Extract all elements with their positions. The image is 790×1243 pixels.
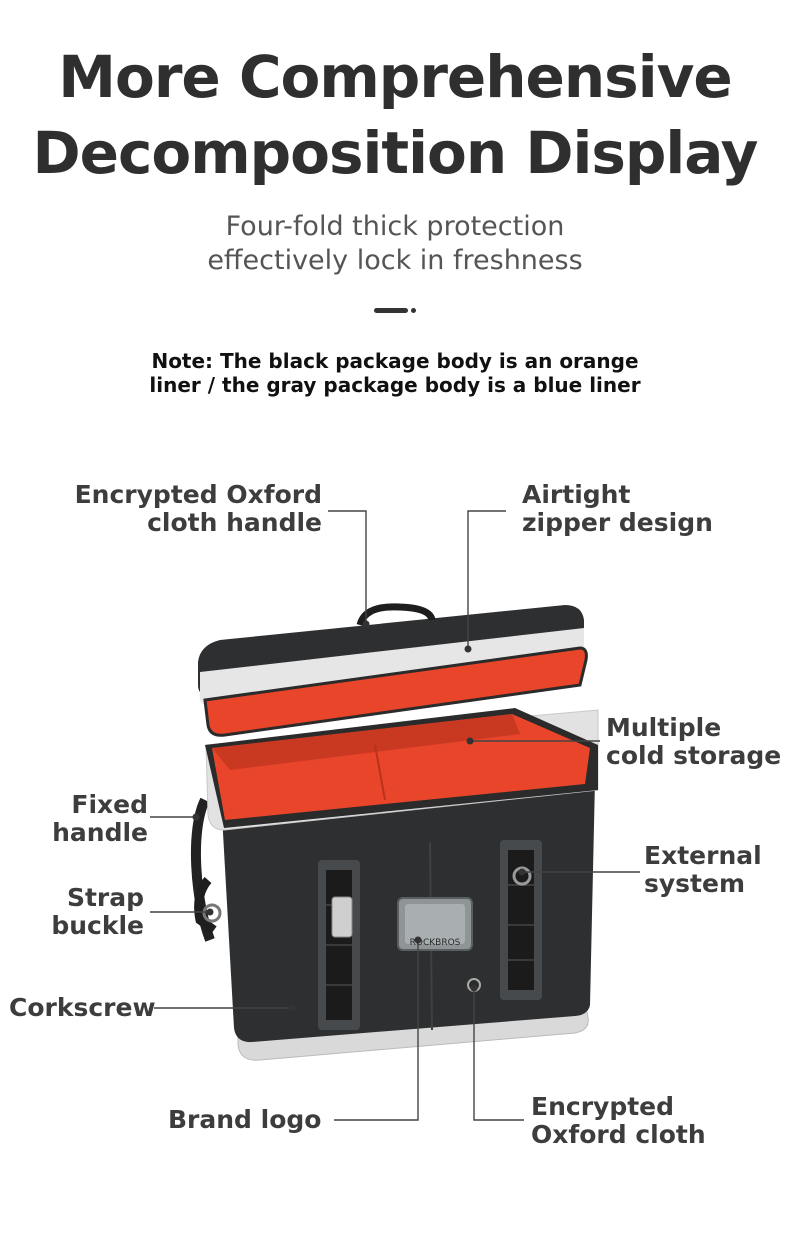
callout-corkscrew: Corkscrew — [9, 994, 156, 1022]
line-handle — [328, 510, 367, 622]
callout-handle-line1: Encrypted Oxford — [74, 480, 322, 509]
callout-fixed-handle-line2: handle — [52, 818, 148, 847]
note-line-1: Note: The black package body is an orang… — [151, 349, 639, 373]
callout-cold-storage-line1: Multiple — [606, 713, 722, 742]
callout-cold-storage: Multiple cold storage — [606, 714, 781, 770]
strap-buckle-ring — [202, 903, 222, 923]
note-line-2: liner / the gray package body is a blue … — [149, 373, 641, 397]
callout-lines — [150, 510, 640, 1121]
brand-plate-inner — [405, 904, 465, 944]
callout-fixed-handle: Fixed handle — [20, 791, 148, 847]
callout-fixed-handle-line1: Fixed — [71, 790, 148, 819]
line-brand-logo — [334, 940, 419, 1121]
divider-bar — [374, 308, 408, 313]
title-line-1: More Comprehensive — [58, 43, 732, 111]
callout-strap-buckle: Strap buckle — [20, 884, 144, 940]
callout-cold-storage-line2: cold storage — [606, 741, 782, 770]
callout-brand-logo: Brand logo — [168, 1106, 321, 1134]
callout-oxford-cloth-line1: Encrypted — [531, 1092, 675, 1121]
box-liner-back — [212, 714, 520, 770]
subtitle-line-2: effectively lock in freshness — [207, 245, 583, 276]
subtitle-line-1: Four-fold thick protection — [225, 211, 565, 242]
side-strap — [194, 877, 217, 934]
callout-external-system-line1: External — [644, 841, 762, 870]
d-ring — [512, 866, 532, 886]
callout-strap-buckle-line2: buckle — [51, 911, 144, 940]
divider-dot — [411, 308, 416, 313]
callout-external-system-line2: system — [644, 869, 746, 898]
callout-oxford-cloth-line2: Oxford cloth — [531, 1120, 706, 1149]
lid-liner — [203, 646, 588, 737]
callout-zipper-line1: Airtight — [522, 480, 631, 509]
callout-brand-logo-line1: Brand logo — [168, 1105, 322, 1134]
callout-zipper-line2: zipper design — [522, 508, 713, 537]
callout-oxford-cloth: Encrypted Oxford cloth — [531, 1093, 706, 1149]
callout-corkscrew-line1: Corkscrew — [9, 993, 156, 1022]
callout-strap-buckle-line1: Strap — [66, 883, 144, 912]
callout-handle: Encrypted Oxford cloth handle — [60, 481, 322, 537]
title-line-2: Decomposition Display — [32, 119, 759, 187]
callout-zipper: Airtight zipper design — [522, 481, 713, 537]
callout-dots — [192, 620, 526, 1012]
line-oxford-cloth — [473, 990, 524, 1121]
lid-band — [199, 628, 584, 705]
brand-plate-text: ROCKBROS — [410, 938, 461, 948]
callout-handle-line2: cloth handle — [147, 508, 322, 537]
line-zipper — [467, 510, 506, 648]
bottle-opener — [331, 896, 353, 938]
liner-divider — [374, 744, 386, 801]
callout-external-system: External system — [644, 842, 762, 898]
